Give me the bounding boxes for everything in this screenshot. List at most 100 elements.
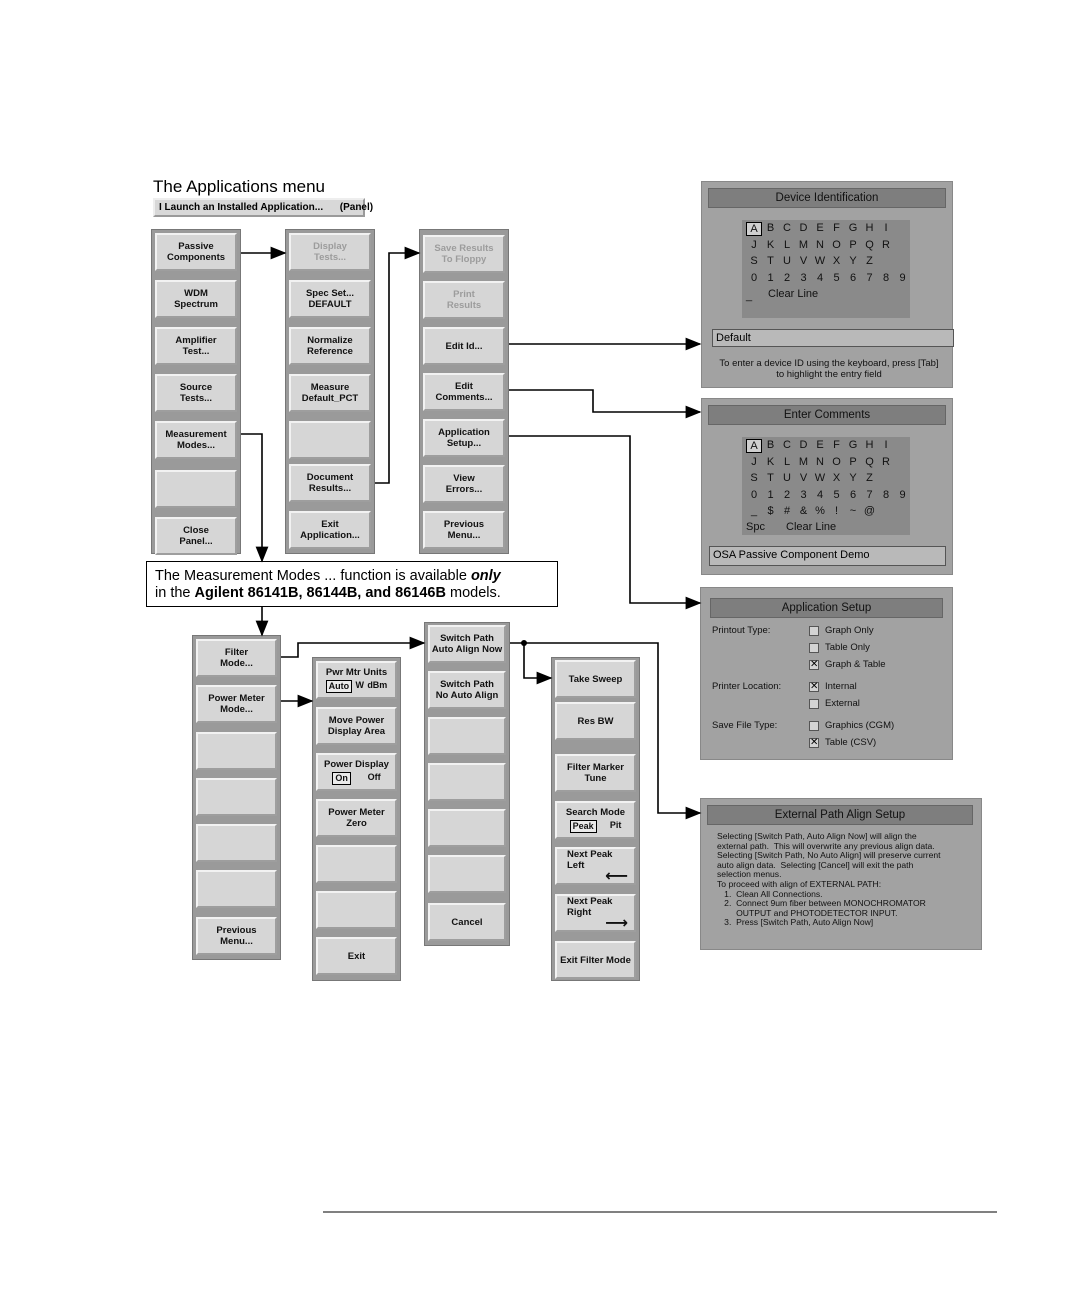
char-key[interactable]: @: [863, 505, 876, 517]
char-key[interactable]: 7: [866, 271, 873, 284]
char-key[interactable]: W: [814, 255, 826, 267]
char-key[interactable]: 6: [849, 271, 857, 284]
launch-application-bar[interactable]: I Launch an Installed Application... (Pa…: [153, 198, 373, 217]
checkbox[interactable]: [809, 626, 819, 636]
underscore-key[interactable]: _: [746, 290, 753, 302]
char-key[interactable]: M: [798, 455, 809, 468]
space-key[interactable]: Spc: [746, 521, 765, 533]
blank-key[interactable]: [289, 421, 371, 459]
char-key[interactable]: 4: [816, 488, 824, 501]
exit-filter-mode-key[interactable]: Exit Filter Mode: [555, 941, 636, 979]
blank-key[interactable]: [155, 470, 237, 508]
char-key[interactable]: Z: [866, 472, 873, 484]
char-key[interactable]: F: [833, 439, 840, 451]
char-key[interactable]: U: [783, 472, 791, 484]
char-key[interactable]: H: [865, 222, 874, 234]
char-key[interactable]: $: [767, 505, 774, 517]
checkbox[interactable]: [809, 699, 819, 709]
char-key[interactable]: Q: [865, 455, 874, 468]
char-key[interactable]: X: [832, 472, 841, 484]
char-key[interactable]: N: [816, 455, 824, 468]
cancel-key[interactable]: Cancel: [428, 903, 506, 941]
char-key[interactable]: ~: [849, 505, 857, 517]
char-key[interactable]: B: [766, 222, 775, 234]
char-key[interactable]: 5: [833, 271, 840, 284]
char-key[interactable]: M: [798, 238, 809, 251]
comments-entry-field[interactable]: OSA Passive Component Demo: [709, 546, 946, 566]
checked-checkbox[interactable]: ✕: [809, 681, 819, 692]
char-key[interactable]: C: [783, 222, 791, 234]
char-key[interactable]: L: [783, 238, 791, 251]
char-key[interactable]: A: [746, 222, 762, 236]
char-key[interactable]: A: [746, 439, 762, 453]
blank-key[interactable]: [196, 778, 277, 816]
checkbox[interactable]: [809, 721, 819, 731]
char-key[interactable]: Q: [865, 238, 874, 251]
char-key[interactable]: 3: [800, 488, 807, 501]
char-key[interactable]: Z: [866, 255, 873, 267]
clear-line-key[interactable]: Clear Line: [768, 288, 819, 300]
char-key[interactable]: N: [816, 238, 824, 251]
char-key[interactable]: B: [766, 439, 775, 451]
char-key[interactable]: 0: [750, 488, 758, 501]
char-key[interactable]: 1: [767, 271, 774, 284]
char-key[interactable]: F: [833, 222, 840, 234]
checked-checkbox[interactable]: ✕: [809, 737, 819, 748]
blank-key[interactable]: [428, 763, 506, 801]
char-key[interactable]: 2: [783, 271, 791, 284]
char-key[interactable]: P: [849, 238, 857, 251]
char-key[interactable]: #: [783, 505, 791, 517]
char-key[interactable]: 1: [767, 488, 774, 501]
char-key[interactable]: K: [766, 238, 775, 251]
char-key[interactable]: R: [882, 238, 890, 251]
blank-key[interactable]: [316, 845, 397, 883]
blank-key[interactable]: [196, 870, 277, 908]
char-key[interactable]: S: [750, 472, 758, 484]
char-key[interactable]: G: [848, 222, 858, 234]
char-key[interactable]: D: [799, 222, 808, 234]
char-key[interactable]: 9: [899, 488, 906, 501]
blank-key[interactable]: [316, 891, 397, 929]
char-key[interactable]: I: [884, 439, 888, 451]
char-key[interactable]: J: [751, 238, 757, 251]
char-key[interactable]: 7: [866, 488, 873, 501]
char-key[interactable]: 0: [750, 271, 758, 284]
char-key[interactable]: R: [882, 455, 890, 468]
char-key[interactable]: U: [783, 255, 791, 267]
char-key[interactable]: Y: [849, 255, 857, 267]
char-key[interactable]: T: [767, 472, 774, 484]
checkbox[interactable]: [809, 643, 819, 653]
char-key[interactable]: 9: [899, 271, 906, 284]
char-key[interactable]: 4: [816, 271, 824, 284]
char-key[interactable]: X: [832, 255, 841, 267]
char-key[interactable]: _: [750, 505, 758, 517]
char-key[interactable]: O: [832, 238, 841, 251]
char-key[interactable]: L: [783, 455, 791, 468]
blank-key[interactable]: [428, 855, 506, 893]
clear-line-key[interactable]: Clear Line: [786, 521, 837, 533]
char-key[interactable]: Y: [849, 472, 857, 484]
char-key[interactable]: I: [884, 222, 888, 234]
blank-key[interactable]: [196, 824, 277, 862]
res-bw-key[interactable]: Res BW: [555, 702, 636, 740]
take-sweep-key[interactable]: Take Sweep: [555, 660, 636, 698]
